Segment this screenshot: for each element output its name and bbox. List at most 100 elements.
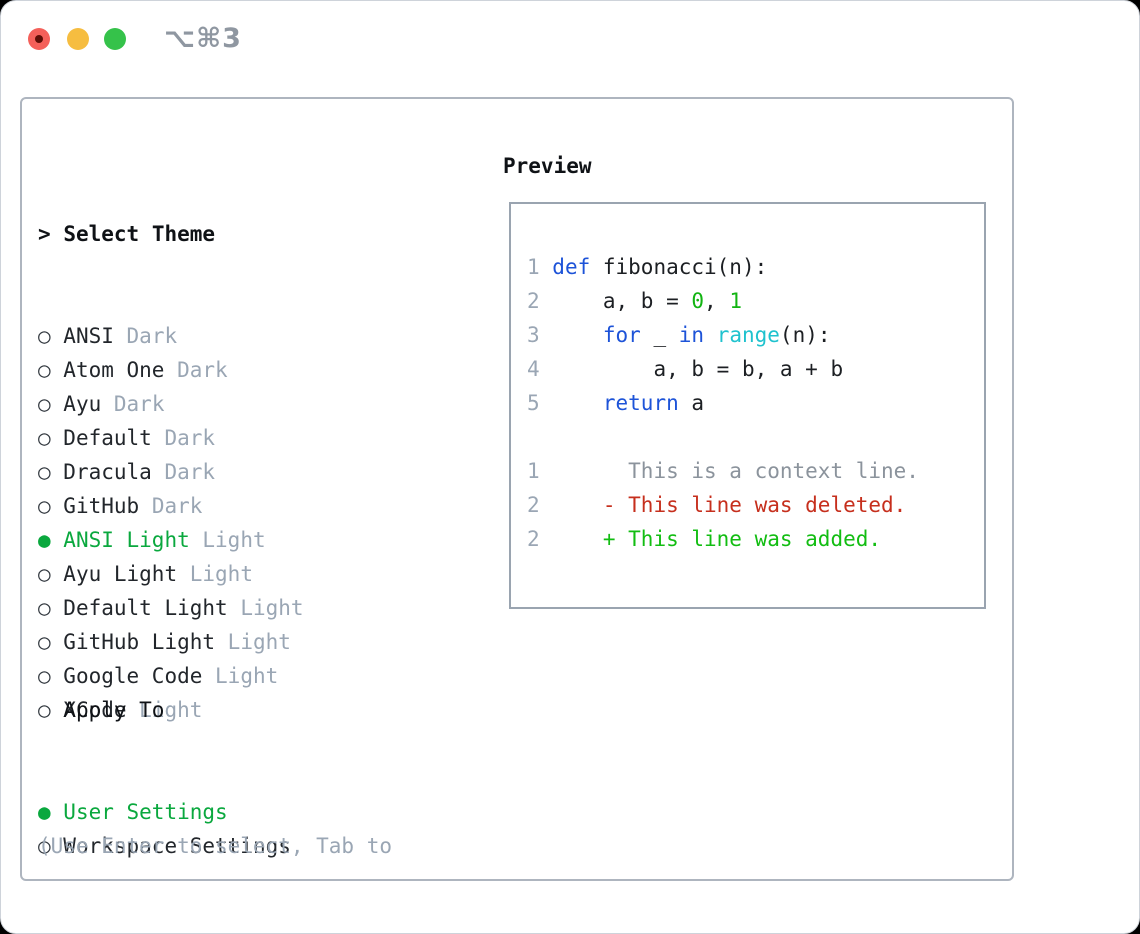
apply-to-option[interactable]: ● User Settings bbox=[38, 795, 291, 829]
theme-option[interactable]: ○ Ayu Dark bbox=[38, 387, 304, 421]
radio-unselected-icon: ○ bbox=[38, 630, 64, 654]
radio-unselected-icon: ○ bbox=[38, 596, 64, 620]
theme-option[interactable]: ○ Ayu Light Light bbox=[38, 557, 304, 591]
line-number bbox=[527, 425, 552, 449]
code-token bbox=[704, 323, 717, 347]
preview-line: 3 for _ in range(n): bbox=[527, 318, 919, 352]
radio-unselected-icon: ○ bbox=[38, 324, 64, 348]
code-token: _ bbox=[640, 323, 679, 347]
code-token: fibonacci(n): bbox=[590, 255, 768, 279]
line-number: 5 bbox=[527, 391, 553, 415]
apply-to-header: Apply To bbox=[38, 693, 291, 727]
radio-selected-icon: ● bbox=[38, 800, 64, 824]
preview-line: 2 - This line was deleted. bbox=[527, 488, 919, 522]
select-theme-header: > Select Theme bbox=[38, 217, 304, 251]
theme-variant: Dark bbox=[126, 324, 178, 348]
usage-hint: (Use Enter to select, Tab to change focu… bbox=[38, 761, 393, 933]
preview-line: 2 + This line was added. bbox=[527, 522, 919, 556]
close-button[interactable] bbox=[28, 28, 50, 50]
theme-variant: Dark bbox=[177, 358, 228, 382]
theme-option[interactable]: ○ GitHub Light Light bbox=[38, 625, 304, 659]
apply-to-option[interactable]: ○ Workspace Settings bbox=[38, 829, 291, 863]
theme-variant: Light bbox=[227, 630, 291, 654]
option-label: Ayu Light bbox=[63, 562, 178, 586]
code-token: a, b = b, a + b bbox=[552, 357, 844, 381]
code-token: a, b = bbox=[552, 289, 692, 313]
radio-unselected-icon: ○ bbox=[38, 834, 64, 858]
option-label: GitHub bbox=[63, 494, 140, 518]
preview-line: 1 This is a context line. bbox=[527, 454, 919, 488]
code-token: 1 bbox=[729, 289, 742, 313]
option-label: Default Light bbox=[63, 596, 228, 620]
option-label: Workspace Settings bbox=[63, 834, 291, 858]
code-token: return bbox=[602, 391, 679, 415]
focus-caret-icon: > bbox=[38, 222, 51, 246]
theme-option[interactable]: ○ Atom One Dark bbox=[38, 353, 304, 387]
preview-line: 4 a, b = b, a + b bbox=[527, 352, 919, 386]
option-label: Dracula bbox=[63, 460, 152, 484]
code-token: 0 bbox=[691, 289, 705, 313]
option-label: XCode bbox=[63, 698, 127, 722]
code-token: in bbox=[678, 323, 705, 347]
line-number: 2 bbox=[527, 493, 553, 517]
radio-unselected-icon: ○ bbox=[38, 698, 64, 722]
option-label: GitHub Light bbox=[63, 630, 216, 654]
theme-option[interactable]: ○ XCode Light bbox=[38, 693, 304, 727]
picker-panel: > Select Theme ○ ANSI Dark○ Atom One Dar… bbox=[20, 97, 1014, 881]
code-token: a bbox=[678, 391, 705, 415]
line-number: 1 bbox=[527, 255, 553, 279]
radio-selected-icon: ● bbox=[38, 528, 64, 552]
hint-line-1: (Use Enter to select, Tab to bbox=[38, 834, 393, 858]
radio-unselected-icon: ○ bbox=[38, 664, 64, 688]
line-number: 1 bbox=[527, 459, 553, 483]
theme-option[interactable]: ● ANSI Light Light bbox=[38, 523, 304, 557]
theme-option[interactable]: ○ Dracula Dark bbox=[38, 455, 304, 489]
line-number: 4 bbox=[527, 357, 553, 381]
code-token: def bbox=[552, 255, 591, 279]
option-label: Ayu bbox=[63, 392, 102, 416]
theme-variant: Dark bbox=[151, 494, 203, 518]
preview-blank-line bbox=[527, 420, 919, 454]
theme-variant: Light bbox=[202, 528, 266, 552]
code-token: for bbox=[602, 323, 641, 347]
theme-variant: Dark bbox=[164, 426, 216, 450]
line-number: 2 bbox=[527, 527, 553, 551]
theme-option[interactable]: ○ Google Code Light bbox=[38, 659, 304, 693]
zoom-button[interactable] bbox=[104, 28, 126, 50]
theme-variant: Dark bbox=[113, 392, 165, 416]
apply-to-section: Apply To ● User Settings○ Workspace Sett… bbox=[38, 625, 291, 931]
code-token: , bbox=[704, 289, 730, 313]
radio-unselected-icon: ○ bbox=[38, 358, 64, 382]
minimize-button[interactable] bbox=[67, 28, 89, 50]
theme-option[interactable]: ○ Default Light Light bbox=[38, 591, 304, 625]
radio-unselected-icon: ○ bbox=[38, 392, 64, 416]
code-token bbox=[552, 391, 603, 415]
theme-option[interactable]: ○ GitHub Dark bbox=[38, 489, 304, 523]
theme-variant: Dark bbox=[164, 460, 216, 484]
theme-items: ○ ANSI Dark○ Atom One Dark○ Ayu Dark○ De… bbox=[38, 319, 304, 727]
theme-variant: Light bbox=[189, 562, 253, 586]
code-token: (n): bbox=[779, 323, 831, 347]
option-label: Atom One bbox=[63, 358, 165, 382]
keyboard-shortcut-label: ⌥⌘3 bbox=[164, 23, 242, 54]
option-label: Google Code bbox=[63, 664, 203, 688]
record-dot-icon bbox=[35, 35, 43, 43]
theme-variant: Light bbox=[139, 698, 203, 722]
apply-to-options: ● User Settings○ Workspace Settings bbox=[38, 795, 291, 863]
line-number: 2 bbox=[527, 289, 553, 313]
preview-line: 2 a, b = 0, 1 bbox=[527, 284, 919, 318]
option-label: Default bbox=[63, 426, 152, 450]
theme-section: > Select Theme ○ ANSI Dark○ Atom One Dar… bbox=[38, 149, 304, 795]
radio-unselected-icon: ○ bbox=[38, 562, 64, 586]
apply-to-title: Apply To bbox=[63, 698, 165, 722]
theme-option[interactable]: ○ Default Dark bbox=[38, 421, 304, 455]
code-token: - This line was deleted. bbox=[552, 493, 907, 517]
theme-option[interactable]: ○ ANSI Dark bbox=[38, 319, 304, 353]
code-token: range bbox=[716, 323, 780, 347]
preview-title: Preview bbox=[503, 154, 592, 178]
select-theme-title: Select Theme bbox=[63, 222, 216, 246]
code-token: + This line was added. bbox=[552, 527, 882, 551]
